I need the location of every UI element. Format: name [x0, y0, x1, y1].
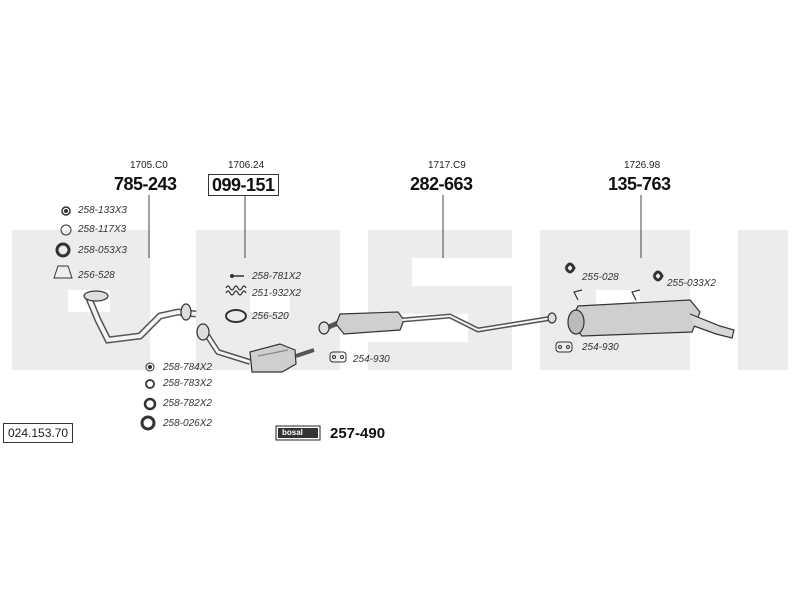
part-label: 258-781X2	[252, 271, 301, 282]
part-label: 258-133X3	[78, 205, 127, 216]
part-label: 254-930	[582, 342, 619, 353]
catalytic-converter	[196, 323, 315, 373]
group-ref: 1726.98	[624, 160, 661, 171]
rear-silencer	[567, 289, 735, 339]
hardware-icons-mid	[225, 274, 247, 323]
system-number: 024.153.70	[3, 423, 74, 443]
part-label: 258-784X2	[163, 362, 212, 373]
part-label: 258-026X2	[163, 418, 212, 429]
part-label: 251-932X2	[252, 288, 301, 299]
hardware-icons-left	[53, 206, 73, 279]
group-number: 785-243	[114, 174, 177, 194]
part-label: 258-117X3	[78, 224, 127, 235]
group-number: 135-763	[608, 174, 671, 194]
watermark-logo	[12, 230, 788, 370]
group-ref: 1705.C0	[130, 160, 168, 171]
bosal-number: 257-490	[330, 425, 386, 442]
part-label: 258-782X2	[163, 398, 212, 409]
group-ref: 1706.24	[228, 160, 265, 171]
gasket-icons	[329, 262, 664, 363]
group-number: 099-151	[208, 174, 279, 196]
part-label: 255-033X2	[667, 278, 716, 289]
part-label: 254-930	[353, 354, 390, 365]
part-label: 256-528	[78, 270, 115, 281]
middle-silencer	[318, 311, 557, 335]
bosal-logo-shape	[275, 425, 321, 441]
part-label: 255-028	[582, 272, 619, 283]
part-label: 256-520	[252, 311, 289, 322]
part-label: 258-783X2	[163, 378, 212, 389]
front-pipe	[83, 290, 197, 344]
group-ref: 1717.C9	[428, 160, 466, 171]
group-number: 282-663	[410, 174, 473, 194]
hardware-icons-bottom	[140, 362, 157, 431]
bosal-logo-text: bosal	[282, 428, 303, 437]
part-label: 258-053X3	[78, 245, 127, 256]
